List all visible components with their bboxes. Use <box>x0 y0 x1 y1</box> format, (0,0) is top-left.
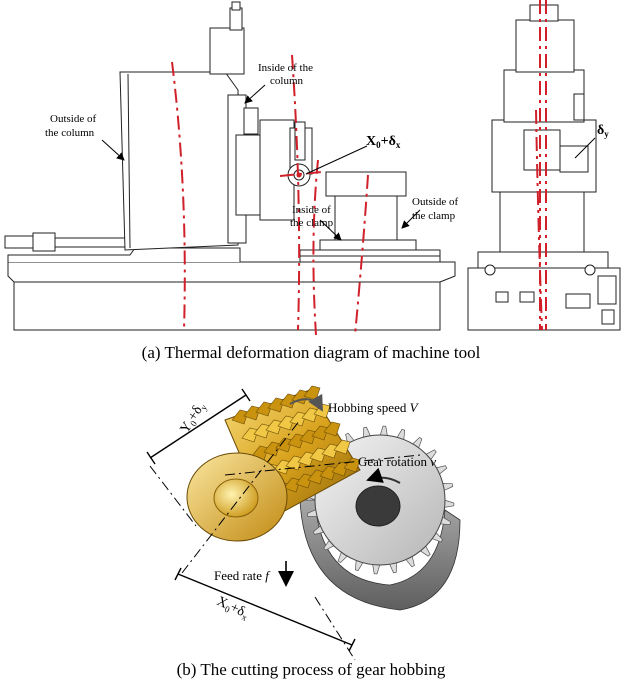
leader-inside-column <box>244 84 266 104</box>
machine-front-view <box>467 4 621 331</box>
machine-side-view <box>4 1 456 331</box>
hob-head <box>259 119 295 221</box>
left-shaft <box>54 237 126 248</box>
label-outside-clamp-1: Outside of <box>412 196 458 208</box>
top-motor-cap <box>229 7 243 31</box>
gear-axis <box>224 454 421 476</box>
label-y0-delta-y: Y0+δy <box>178 399 210 436</box>
label-inside-clamp-1: Inside of <box>292 204 331 216</box>
x0-ext-right <box>314 596 356 661</box>
top-motor-knob <box>231 1 241 11</box>
center-lines-b <box>149 419 421 661</box>
labels-b: Hobbing speed V Gear rotation v Feed rat… <box>178 399 437 623</box>
front-side-motor <box>573 93 585 121</box>
leader-x0 <box>305 145 368 175</box>
column-body <box>119 71 239 251</box>
clamp-base <box>319 239 417 251</box>
label-delta-y: δy <box>597 123 609 139</box>
label-outside-column-2: the column <box>45 127 95 139</box>
clamp-outside-deformation <box>354 174 369 336</box>
label-gear-rotation: Gear rotation v <box>358 454 436 469</box>
leader-outside-column <box>101 139 125 161</box>
front-panel <box>597 275 617 305</box>
front-deformation <box>535 109 543 331</box>
dimensions-b <box>146 388 356 652</box>
front-wheel-right <box>584 264 596 276</box>
front-base <box>467 267 621 331</box>
front-lower-column <box>499 189 585 253</box>
hob-head-bracket <box>243 107 259 135</box>
y0-ext-bottom <box>149 465 197 527</box>
y0-tick-a <box>146 451 156 465</box>
front-wheel-left <box>484 264 496 276</box>
hobbing-speed-arrow <box>289 393 323 412</box>
front-slot-3 <box>565 293 591 309</box>
machine-bed <box>7 261 456 331</box>
labels-a: Outside of the column Inside of the colu… <box>45 62 609 229</box>
label-x0-delta-x: X0+δx <box>366 134 401 150</box>
x0-dimension-line <box>177 573 353 646</box>
caption-a: (a) Thermal deformation diagram of machi… <box>0 343 622 363</box>
top-motor <box>209 27 245 75</box>
hob-axis-line <box>279 171 323 177</box>
label-outside-column-1: Outside of <box>50 113 96 125</box>
label-outside-clamp-2: the clamp <box>412 210 456 222</box>
y0-dimension-line <box>149 394 247 459</box>
deformation-lines-front <box>535 0 547 331</box>
front-cap <box>529 4 559 22</box>
leader-outside-clamp <box>401 209 421 229</box>
left-motor <box>4 235 34 249</box>
clamp-inside-deformation <box>312 159 319 336</box>
left-coupling <box>32 232 56 252</box>
leader-delta-y <box>574 137 596 159</box>
front-slot-1 <box>495 291 509 303</box>
x0-tick-a <box>174 567 182 581</box>
hob-arbor <box>294 121 306 161</box>
caption-b-letter: (b) <box>176 660 197 679</box>
x0-tick-b <box>348 638 356 652</box>
caption-a-letter: (a) <box>141 343 161 362</box>
caption-b-text: The cutting process of gear hobbing <box>200 660 446 679</box>
column-edge <box>127 73 131 249</box>
label-hobbing-speed: Hobbing speed V <box>328 400 420 415</box>
gear-teeth-side <box>299 499 461 611</box>
label-x0-delta-x-b: X0+δx <box>214 594 252 623</box>
column-outside-deformation <box>171 61 186 331</box>
leaders-a <box>101 84 421 241</box>
y0-tick-b <box>241 388 251 402</box>
hob-axis <box>181 419 301 574</box>
label-inside-column-1: Inside of the <box>258 62 313 74</box>
hob-tooth <box>333 439 351 455</box>
deformation-lines-side <box>171 54 369 336</box>
column-inside-deformation <box>291 54 301 331</box>
caption-a-text: Thermal deformation diagram of machine t… <box>164 343 481 362</box>
front-slot-2 <box>519 291 535 303</box>
front-upper-column <box>503 69 585 123</box>
hob-tooth <box>323 421 341 437</box>
front-spindle <box>523 129 561 171</box>
gear-rotation-arrow <box>366 467 401 484</box>
bed-top-left <box>7 247 241 262</box>
label-inside-clamp-2: the clamp <box>290 217 334 229</box>
leader-inside-clamp <box>319 219 342 241</box>
caption-b: (b) The cutting process of gear hobbing <box>0 660 622 680</box>
label-inside-column-2: column <box>270 75 303 87</box>
label-feed-rate: Feed rate f <box>214 568 271 583</box>
motion-arrows <box>278 393 401 587</box>
front-panel-2 <box>601 309 615 325</box>
gear-bore <box>355 485 401 527</box>
hob-bore <box>213 478 259 518</box>
clamp-top <box>325 171 407 197</box>
hob-tooth <box>343 457 361 473</box>
